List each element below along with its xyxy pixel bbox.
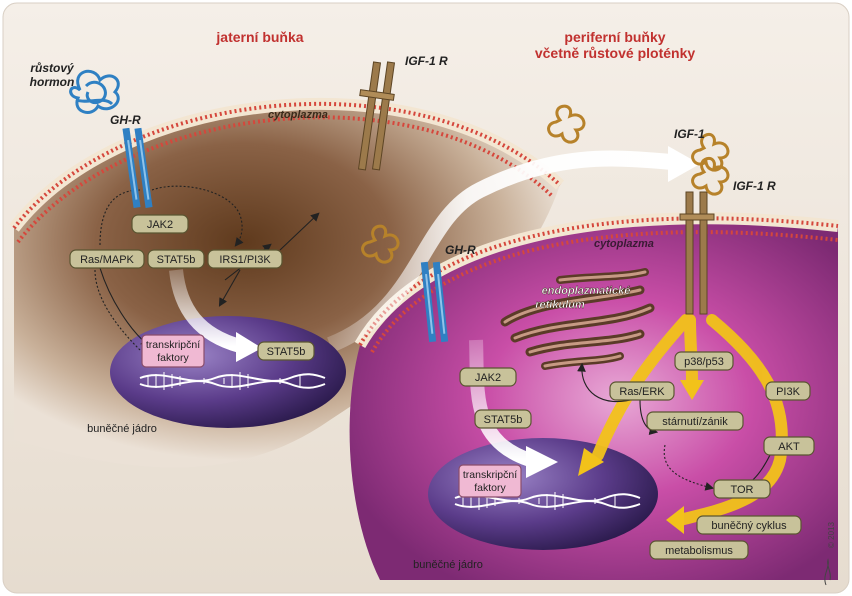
- label-cytoplasm-right: cytoplazma: [594, 238, 654, 250]
- liver-membrane-outer: [12, 101, 562, 230]
- label-gh-line1: růstový: [30, 61, 75, 75]
- stat5b-left-arrowhead: [236, 332, 262, 362]
- svg-text:JAK2: JAK2: [475, 372, 501, 384]
- label-er-line1: endoplazmatické: [542, 285, 631, 297]
- stat5b-left-arrow: [169, 269, 243, 353]
- gh-receptor-right: [420, 261, 449, 343]
- igf1-receptor-top: [357, 61, 396, 171]
- title-liver-cell: jaterní buňka: [215, 29, 303, 45]
- box-stat5b-right: STAT5b: [474, 409, 532, 429]
- title-peripheral-1: periferní buňky: [564, 29, 665, 45]
- label-igf1: IGF-1: [674, 127, 705, 141]
- box-stat5b-nucleus-left: STAT5b: [257, 341, 315, 361]
- svg-text:IRS1/PI3K: IRS1/PI3K: [219, 254, 271, 266]
- box-stat5b-left: STAT5b: [147, 249, 205, 269]
- svg-text:faktory: faktory: [474, 482, 506, 494]
- label-gh-line2: hormon: [30, 75, 75, 89]
- svg-text:metabolismus: metabolismus: [665, 545, 733, 557]
- igf1-export-arrow: [326, 150, 673, 353]
- igf1-molecule-bound-1: [691, 133, 730, 172]
- svg-text:faktory: faktory: [157, 352, 189, 364]
- label-ghr-left: GH-R: [110, 113, 141, 127]
- cellcycle-arrowhead: [666, 506, 684, 534]
- svg-text:STAT5b: STAT5b: [267, 346, 306, 358]
- svg-text:PI3K: PI3K: [776, 386, 801, 398]
- label-er-line2: retikulum: [535, 299, 585, 311]
- label-nucleus-left: buněčné jádro: [87, 423, 157, 435]
- label-nucleus-right: buněčné jádro: [413, 559, 483, 571]
- box-tor: TOR: [713, 479, 771, 499]
- growth-hormone-molecule: [69, 69, 120, 114]
- box-p38-p53: p38/p53: [674, 351, 734, 371]
- box-transcription-factors-right: transkripční faktory: [458, 464, 522, 498]
- label-ghr-right: GH-R: [445, 243, 476, 257]
- svg-text:STAT5b: STAT5b: [157, 254, 196, 266]
- box-ras-erk: Ras/ERK: [609, 381, 675, 401]
- box-metabolism: metabolismus: [649, 540, 749, 560]
- svg-text:TOR: TOR: [730, 484, 753, 496]
- label-igf1r-top: IGF-1 R: [405, 54, 448, 68]
- svg-text:p38/p53: p38/p53: [684, 356, 724, 368]
- igf1-molecule-liver: [361, 224, 400, 264]
- box-akt: AKT: [763, 436, 815, 456]
- box-jak2-left: JAK2: [131, 214, 189, 234]
- title-peripheral-2: včetně růstové ploténky: [535, 45, 695, 61]
- svg-text:buněčný cyklus: buněčný cyklus: [711, 520, 787, 532]
- igf1-receptor-right: [679, 191, 715, 315]
- box-irs1-pi3k: IRS1/PI3K: [207, 249, 283, 269]
- svg-text:transkripční: transkripční: [463, 469, 517, 481]
- box-pi3k: PI3K: [765, 381, 811, 401]
- gh-receptor-left: [122, 127, 153, 209]
- box-senescence: stárnutí/zánik: [646, 411, 744, 431]
- box-transcription-factors-left: transkripční faktory: [141, 334, 205, 368]
- svg-text:Ras/MAPK: Ras/MAPK: [80, 254, 134, 266]
- label-igf1r-right: IGF-1 R: [733, 179, 776, 193]
- svg-text:JAK2: JAK2: [147, 219, 173, 231]
- er-structure: [500, 268, 655, 370]
- box-jak2-right: JAK2: [459, 367, 517, 387]
- svg-text:AKT: AKT: [778, 441, 800, 453]
- liver-membrane-inner-dots: [16, 115, 554, 244]
- peripheral-membrane-inner: [370, 230, 839, 354]
- nucleus-left: [110, 316, 346, 428]
- svg-text:stárnutí/zánik: stárnutí/zánik: [662, 416, 728, 428]
- label-copyright: © 2013: [827, 522, 836, 548]
- signature-mark: [824, 558, 831, 586]
- igf1-export-arrowhead: [668, 146, 700, 182]
- box-cell-cycle: buněčný cyklus: [696, 515, 802, 535]
- tf-right-yellow-arrowhead: [578, 448, 604, 476]
- p38-arrowhead: [680, 380, 704, 400]
- svg-text:transkripční: transkripční: [146, 339, 200, 351]
- igf1-molecule-bound-2: [691, 157, 730, 196]
- svg-text:STAT5b: STAT5b: [484, 414, 523, 426]
- igf1-molecule-flow: [547, 104, 586, 144]
- box-ras-mapk: Ras/MAPK: [69, 249, 145, 269]
- svg-text:Ras/ERK: Ras/ERK: [619, 386, 665, 398]
- label-cytoplasm-left: cytoplazma: [268, 109, 328, 121]
- stat5b-right-arrowhead: [526, 446, 558, 478]
